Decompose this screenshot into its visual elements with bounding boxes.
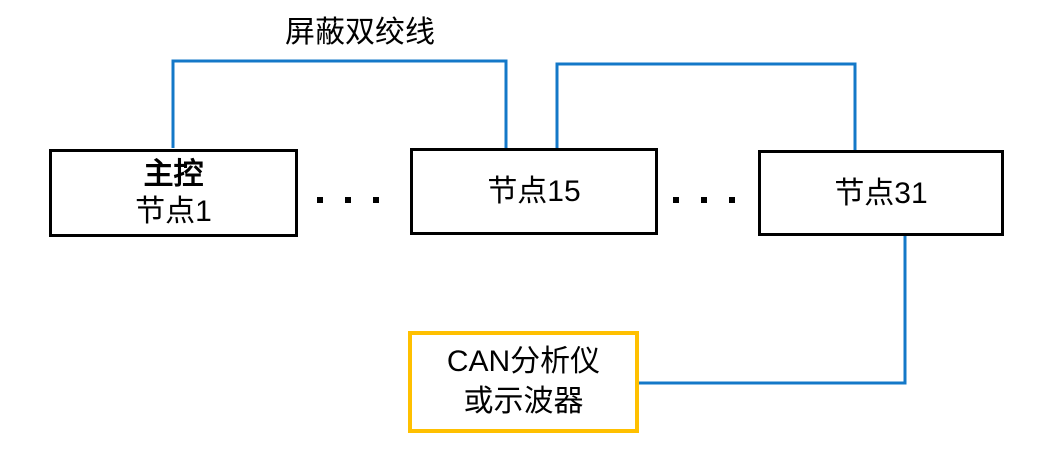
ellipsis-left — [317, 197, 379, 203]
ellipsis-right — [673, 197, 735, 203]
wire-master-to-node15 — [171, 59, 508, 148]
node-master-box: 主控 节点1 — [49, 149, 298, 237]
ellipsis-dot — [373, 197, 379, 203]
node-15-label: 节点15 — [487, 175, 581, 208]
ellipsis-dot — [345, 197, 351, 203]
analyzer-line1: CAN分析仪 — [446, 345, 601, 378]
node-master-subtitle: 节点1 — [135, 195, 212, 228]
node-15-box: 节点15 — [410, 148, 658, 235]
analyzer-line2: 或示波器 — [463, 385, 584, 418]
node-master-title: 主控 — [143, 158, 204, 191]
node-31-box: 节点31 — [758, 150, 1004, 236]
wire-node15-to-node31 — [555, 62, 857, 150]
wire-node31-to-analyzer — [639, 236, 907, 385]
bus-label: 屏蔽双绞线 — [285, 16, 435, 49]
ellipsis-dot — [701, 197, 707, 203]
node-31-label: 节点31 — [834, 176, 928, 210]
analyzer-box: CAN分析仪 或示波器 — [408, 331, 639, 433]
ellipsis-dot — [673, 197, 679, 203]
ellipsis-dot — [317, 197, 323, 203]
ellipsis-dot — [729, 197, 735, 203]
